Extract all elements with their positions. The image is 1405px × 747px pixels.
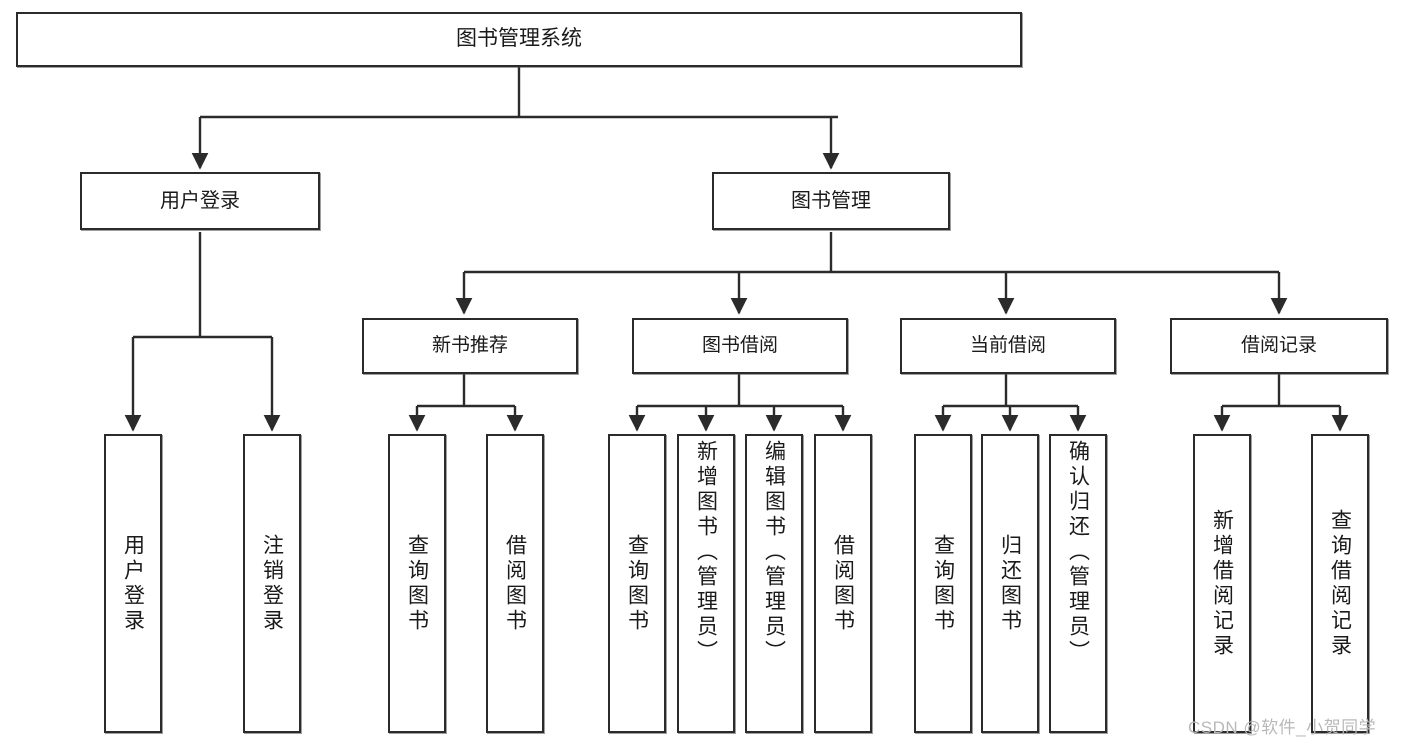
node-leaf-confirm-return-label: 确认归还（管理员） (1066, 440, 1090, 665)
node-leaf-edit-book[interactable]: 编辑图书（管理员） (745, 434, 803, 733)
node-borrow-record[interactable]: 借阅记录 (1170, 318, 1388, 374)
node-leaf-query-book-2[interactable]: 查询图书 (608, 434, 666, 733)
node-leaf-user-login-label: 用户登录 (121, 533, 145, 634)
node-new-book-recommend-label: 新书推荐 (431, 335, 508, 357)
node-leaf-return-book-label: 归还图书 (998, 533, 1022, 634)
node-current-borrow[interactable]: 当前借阅 (900, 318, 1116, 374)
node-leaf-add-book-label: 新增图书（管理员） (694, 440, 718, 665)
node-book-management-label: 图书管理 (791, 189, 871, 212)
node-book-borrow-label: 图书借阅 (701, 335, 778, 357)
node-leaf-query-book-3[interactable]: 查询图书 (914, 434, 972, 733)
node-leaf-confirm-return[interactable]: 确认归还（管理员） (1049, 434, 1107, 733)
node-leaf-borrow-book-1-label: 借阅图书 (503, 533, 527, 634)
node-book-management[interactable]: 图书管理 (712, 172, 950, 230)
node-leaf-query-book-3-label: 查询图书 (931, 533, 955, 634)
node-leaf-query-book-1[interactable]: 查询图书 (388, 434, 446, 733)
node-leaf-borrow-book-2-label: 借阅图书 (831, 533, 855, 634)
node-leaf-edit-book-label: 编辑图书（管理员） (762, 440, 786, 665)
node-leaf-return-book[interactable]: 归还图书 (981, 434, 1039, 733)
node-leaf-query-record[interactable]: 查询借阅记录 (1311, 434, 1369, 733)
node-leaf-add-record[interactable]: 新增借阅记录 (1193, 434, 1251, 733)
node-root-book-management-system[interactable]: 图书管理系统 (16, 12, 1022, 67)
node-leaf-logout[interactable]: 注销登录 (243, 434, 301, 733)
node-user-login-label: 用户登录 (160, 189, 240, 212)
node-leaf-add-record-label: 新增借阅记录 (1210, 508, 1234, 659)
node-book-borrow[interactable]: 图书借阅 (632, 318, 848, 374)
node-leaf-add-book[interactable]: 新增图书（管理员） (677, 434, 735, 733)
node-leaf-user-login[interactable]: 用户登录 (104, 434, 162, 733)
node-current-borrow-label: 当前借阅 (969, 335, 1046, 357)
node-borrow-record-label: 借阅记录 (1240, 335, 1317, 357)
node-new-book-recommend[interactable]: 新书推荐 (362, 318, 578, 374)
node-leaf-borrow-book-1[interactable]: 借阅图书 (486, 434, 544, 733)
node-root-label: 图书管理系统 (456, 27, 582, 51)
node-leaf-borrow-book-2[interactable]: 借阅图书 (814, 434, 872, 733)
node-leaf-query-book-1-label: 查询图书 (405, 533, 429, 634)
node-leaf-query-record-label: 查询借阅记录 (1328, 508, 1352, 659)
node-leaf-logout-label: 注销登录 (260, 533, 284, 634)
csdn-watermark: CSDN @软件_小贺同学 (1188, 718, 1377, 737)
node-leaf-query-book-2-label: 查询图书 (625, 533, 649, 634)
node-user-login[interactable]: 用户登录 (80, 172, 320, 230)
